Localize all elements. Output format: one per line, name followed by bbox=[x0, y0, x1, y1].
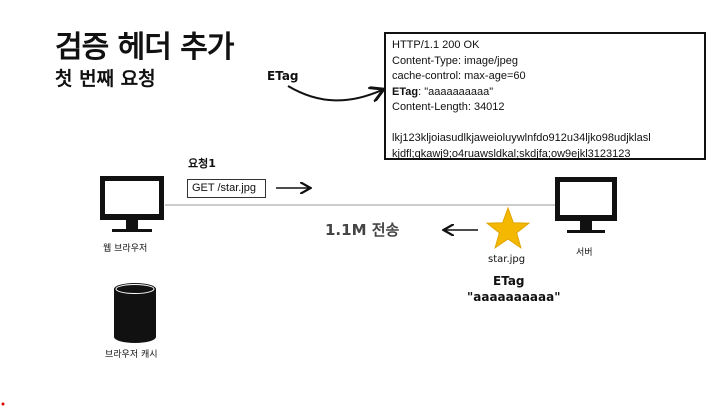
response-etag-line: ETag: "aaaaaaaaaa" bbox=[392, 85, 494, 98]
server-monitor-icon bbox=[555, 177, 617, 233]
etag-pointer-arrow bbox=[287, 85, 382, 100]
star-etag-value: "aaaaaaaaaa" bbox=[467, 290, 561, 304]
transfer-label: 1.1M 전송 bbox=[325, 221, 400, 239]
http-response-box: HTTP/1.1 200 OK Content-Type: image/jpeg… bbox=[384, 32, 706, 160]
response-line: Content-Length: 34012 bbox=[392, 101, 505, 114]
browser-monitor-icon bbox=[100, 176, 164, 232]
response-line: Content-Type: image/jpeg bbox=[392, 54, 518, 67]
request-label: 요청1 bbox=[188, 157, 216, 170]
response-line: HTTP/1.1 200 OK bbox=[392, 39, 480, 51]
request-box: GET /star.jpg bbox=[187, 179, 266, 198]
star-icon bbox=[485, 206, 531, 249]
star-etag-label: ETag bbox=[493, 274, 525, 288]
marker-dot bbox=[1, 402, 5, 406]
browser-label: 웹 브라우저 bbox=[103, 244, 148, 254]
star-file-label: star.jpg bbox=[488, 254, 526, 265]
cache-cylinder-icon bbox=[114, 283, 156, 343]
page-title: 검증 헤더 추가 bbox=[55, 30, 234, 65]
etag-pointer-label: ETag bbox=[267, 69, 299, 83]
response-line: cache-control: max-age=60 bbox=[392, 70, 526, 83]
server-label: 서버 bbox=[576, 248, 593, 258]
cache-label: 브라우저 캐시 bbox=[105, 350, 158, 360]
response-body-line: kjdfl;qkawj9;o4ruawsldkal;skdjfa;ow9ejkl… bbox=[392, 147, 631, 160]
response-body-line: lkj123kljoiasudlkjaweioluywlnfdo912u34lj… bbox=[392, 131, 651, 144]
page-subtitle: 첫 번째 요청 bbox=[55, 68, 156, 90]
